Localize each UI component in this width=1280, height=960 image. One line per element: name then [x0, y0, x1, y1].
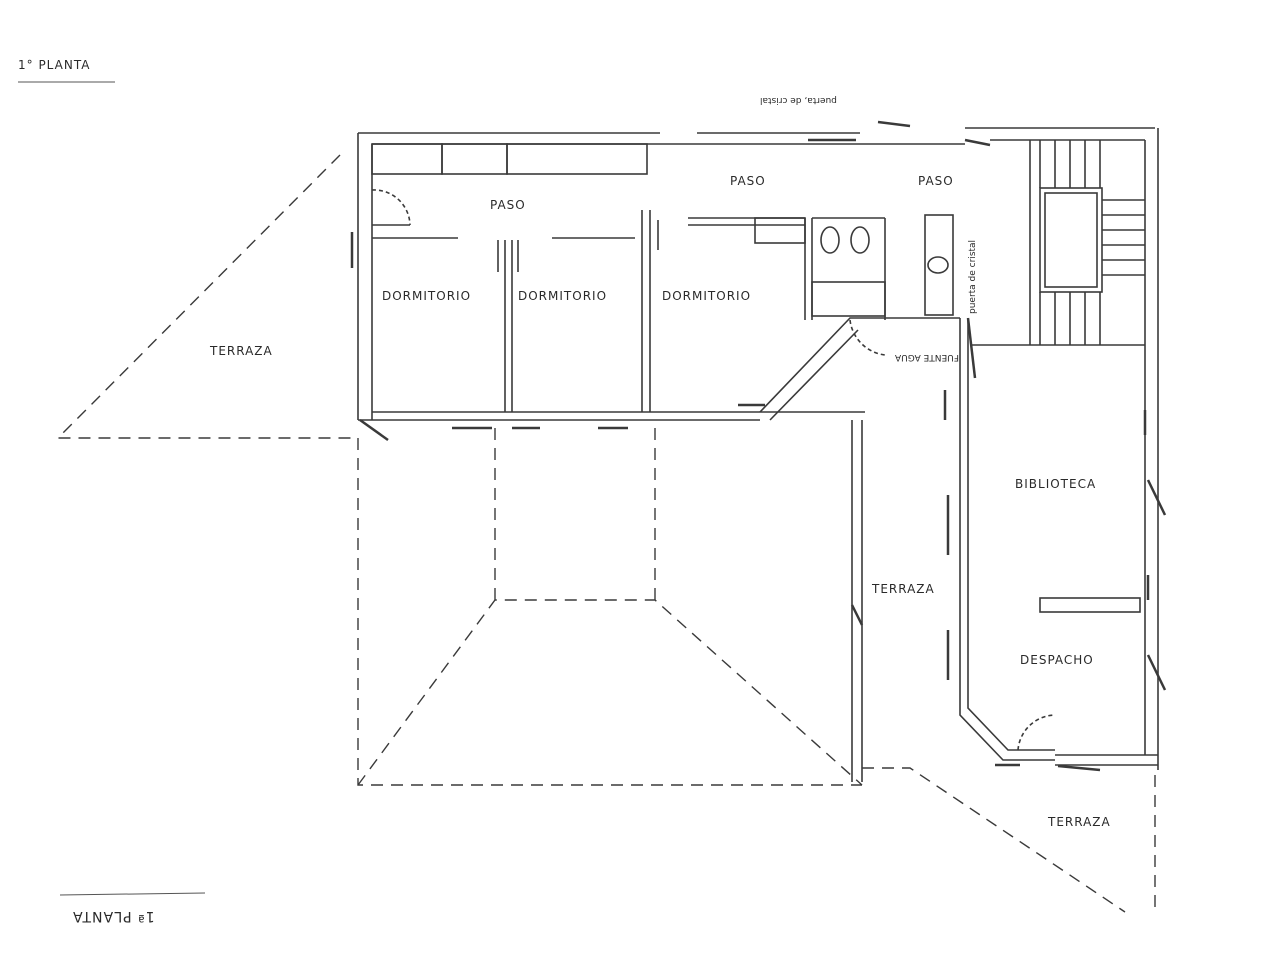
room-label-biblioteca: BIBLIOTECA [1015, 477, 1097, 491]
page-title-flipped: 1ª PLANTA [72, 908, 155, 924]
flipped-title-overline [59, 892, 206, 896]
fountain-door-swing [849, 319, 886, 356]
terrace-outlines [56, 154, 1156, 913]
page-title: 1° PLANTA [18, 58, 91, 72]
room-label-paso-2: PASO [730, 174, 766, 188]
diag-wall-2 [769, 329, 859, 421]
divider-bookshelf [1039, 597, 1141, 613]
east-wing-west-inner [967, 430, 1055, 751]
toilet-icon [820, 226, 840, 254]
bottom-right-terrace-outline [862, 767, 1126, 913]
central-terrace-walls [760, 411, 865, 782]
left-terrace-outline [56, 154, 358, 439]
room-label-dormitorio-2: DORMITORIO [518, 289, 608, 303]
room-label-dormitorio-1: DORMITORIO [382, 289, 472, 303]
room-label-terraza-left: TERRAZA [210, 344, 273, 358]
fountain-area [759, 317, 969, 430]
fountain-label: FUENTE AGUA [895, 352, 959, 362]
stair-core [1039, 187, 1103, 293]
note-puerta-right: puerta de cristal [968, 239, 978, 314]
window-marks [350, 120, 1167, 772]
room-label-paso-1: PASO [490, 198, 526, 212]
bathroom [688, 214, 954, 320]
note-puerta-top: puerta, de cristal [760, 95, 837, 105]
wardrobe-3 [506, 143, 648, 175]
bedroom-walls [371, 189, 659, 412]
room-label-terraza-bottom-right: TERRAZA [1048, 815, 1111, 829]
central-terrace-hip [357, 599, 863, 786]
bath-counter [754, 217, 806, 244]
bathtub [811, 281, 886, 317]
room-label-despacho: DESPACHO [1020, 653, 1094, 667]
sink-icon [927, 256, 949, 274]
door-swing-paso [371, 189, 411, 226]
sink-counter [924, 214, 954, 316]
east-wing [959, 344, 1158, 766]
diag-wall-1 [759, 317, 960, 413]
room-label-dormitorio-3: DORMITORIO [662, 289, 752, 303]
wardrobe-1 [371, 143, 443, 175]
stair-core-inner [1044, 192, 1098, 288]
central-terrace-outline [357, 438, 862, 786]
despacho-door-swing [1017, 714, 1056, 751]
stair-steps [1039, 140, 1145, 345]
room-label-paso-3: PASO [918, 174, 954, 188]
wardrobe-block [371, 143, 648, 175]
staircase [1029, 140, 1145, 346]
east-wing-west-outer [959, 430, 1055, 761]
room-label-terraza-center: TERRAZA [872, 582, 935, 596]
bidet-icon [850, 226, 870, 254]
wardrobe-2 [441, 143, 508, 175]
